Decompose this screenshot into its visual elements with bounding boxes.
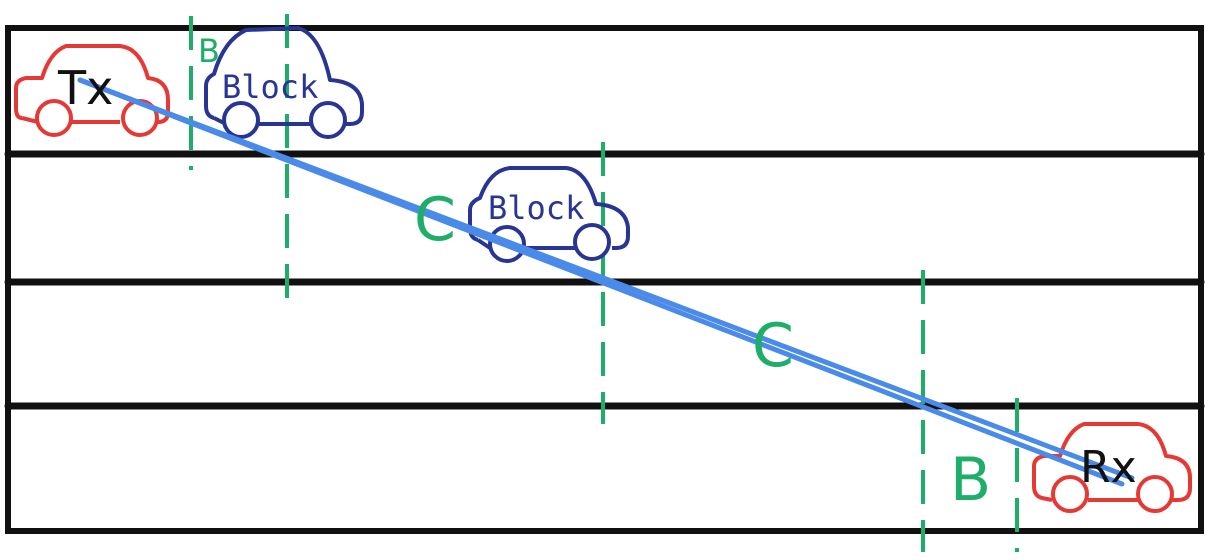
zone-label-c-right: C — [752, 311, 794, 381]
tx-car — [14, 44, 170, 137]
zone-label-c-left: C — [414, 185, 456, 255]
block-label-middle: Block — [488, 189, 584, 227]
rx-car — [1032, 422, 1192, 513]
zone-boundaries — [189, 14, 1019, 552]
signal-path — [77, 77, 1135, 487]
rx-label: Rx — [1080, 442, 1137, 493]
signal-line-lower — [77, 77, 1125, 487]
zone-label-b-top: B — [198, 32, 220, 70]
tx-label: Tx — [57, 61, 113, 115]
block-label-top: Block — [222, 68, 318, 106]
zone-label-b-bottom: B — [950, 445, 991, 515]
blocking-car-top — [204, 26, 364, 139]
